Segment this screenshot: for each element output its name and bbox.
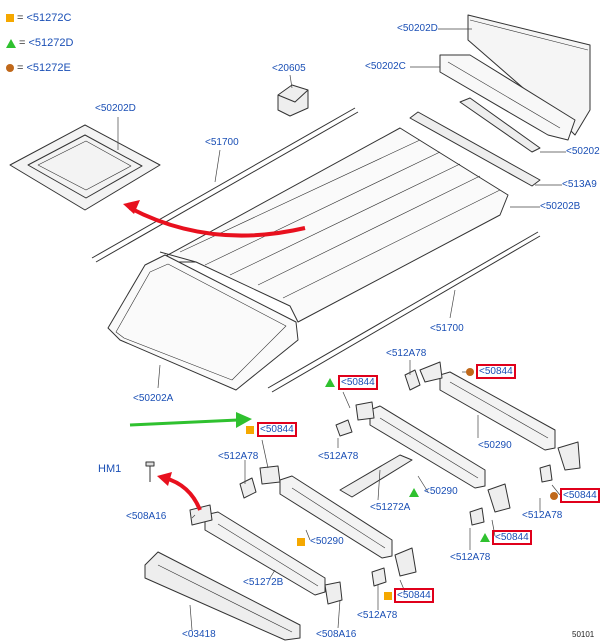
callout-50844: <50844 (246, 422, 297, 437)
side-rail-right (267, 231, 539, 389)
hatch-frame (9, 124, 161, 211)
part-label-50290[interactable]: <50290 (424, 486, 458, 497)
part-label-50202D-left[interactable]: <50202D (95, 103, 136, 114)
leader-lines (117, 28, 566, 631)
seal-strip (439, 54, 576, 141)
callout-50844: <50844 (384, 588, 434, 603)
part-label-50844[interactable]: <50844 (338, 375, 378, 390)
triangle-marker-icon (325, 378, 335, 387)
part-label-50844[interactable]: <50844 (257, 422, 297, 437)
part-label-50844[interactable]: <50844 (560, 488, 600, 503)
brackets (189, 361, 581, 605)
part-label-50290[interactable]: <50290 (310, 536, 344, 547)
triangle-marker-icon (6, 38, 16, 48)
square-marker-icon (384, 591, 392, 600)
glass-panel (107, 254, 299, 391)
part-label-50202D[interactable]: <50202D (397, 23, 438, 34)
part-label-508A16[interactable]: <508A16 (316, 629, 357, 640)
part-label-50202C[interactable]: <50202C (365, 61, 406, 72)
triangle-marker-icon (409, 487, 419, 497)
part-label-512A78[interactable]: <512A78 (318, 451, 359, 462)
circle-marker-icon (550, 491, 558, 500)
header-rail (144, 551, 301, 641)
part-label-51272B[interactable]: <51272B (243, 577, 284, 588)
bolt (145, 461, 155, 482)
legend-item-triangle: =<51272D (6, 37, 73, 49)
part-label-508A16[interactable]: <508A16 (126, 511, 167, 522)
triangle-marker-icon (480, 533, 490, 542)
bow-2 (369, 405, 486, 489)
legend-eq: = (19, 37, 26, 49)
side-rail-left (91, 107, 356, 259)
part-label-51700-bottom[interactable]: <51700 (430, 323, 464, 334)
part-label-512A78[interactable]: <512A78 (357, 610, 398, 621)
rib (339, 454, 413, 498)
square-marker-icon (6, 14, 14, 22)
part-label-512A78[interactable]: <512A78 (450, 552, 491, 563)
red-arrow-bolt (157, 472, 202, 511)
part-label-50290-group: <50290 (409, 486, 458, 498)
circle-marker-icon (6, 64, 14, 72)
legend-eq: = (17, 12, 24, 24)
part-label-50844[interactable]: <50844 (394, 588, 434, 603)
part-label-HM1[interactable]: HM1 (98, 463, 122, 475)
part-label-512A78[interactable]: <512A78 (386, 348, 427, 359)
wind-deflector (467, 14, 591, 136)
callout-50844: <50844 (480, 530, 532, 545)
part-label-50202B[interactable]: <50202B (540, 201, 581, 212)
part-label-51272A[interactable]: <51272A (370, 502, 411, 513)
legend-item-square: =<51272C (6, 12, 71, 24)
part-label-512A78[interactable]: <512A78 (522, 510, 563, 521)
legend-text: <51272D (28, 37, 74, 49)
part-label-512A78[interactable]: <512A78 (218, 451, 259, 462)
part-label-03418[interactable]: <03418 (182, 629, 216, 640)
callout-50844: <50844 (466, 364, 516, 379)
callout-50844: <50844 (550, 488, 600, 503)
bow-4 (204, 511, 326, 596)
part-label-50290-group: <50290 (297, 536, 344, 548)
red-arrow-hatch (123, 200, 306, 238)
bow-1 (439, 371, 556, 451)
square-marker-icon (297, 538, 305, 546)
part-label-50290[interactable]: <50290 (478, 440, 512, 451)
roof-rail (409, 97, 541, 187)
part-label-513A9[interactable]: <513A9 (562, 179, 597, 190)
circle-marker-icon (466, 367, 474, 376)
legend-item-circle: =<51272E (6, 62, 71, 74)
reference-number: 50101 (572, 630, 595, 639)
part-label-50844[interactable]: <50844 (492, 530, 532, 545)
part-label-50202A[interactable]: <50202A (133, 393, 174, 404)
legend-eq: = (17, 62, 24, 74)
callout-50844: <50844 (325, 375, 378, 390)
green-arrow (129, 412, 252, 428)
roof-panel (154, 127, 509, 323)
legend-text: <51272E (26, 62, 71, 74)
legend-text: <51272C (26, 12, 72, 24)
square-marker-icon (246, 425, 254, 434)
part-label-50202[interactable]: <50202 (566, 146, 600, 157)
part-label-51700[interactable]: <51700 (205, 137, 239, 148)
bow-3 (279, 475, 393, 559)
part-label-50844[interactable]: <50844 (476, 364, 516, 379)
part-label-20605[interactable]: <20605 (272, 63, 306, 74)
clip (277, 84, 309, 117)
